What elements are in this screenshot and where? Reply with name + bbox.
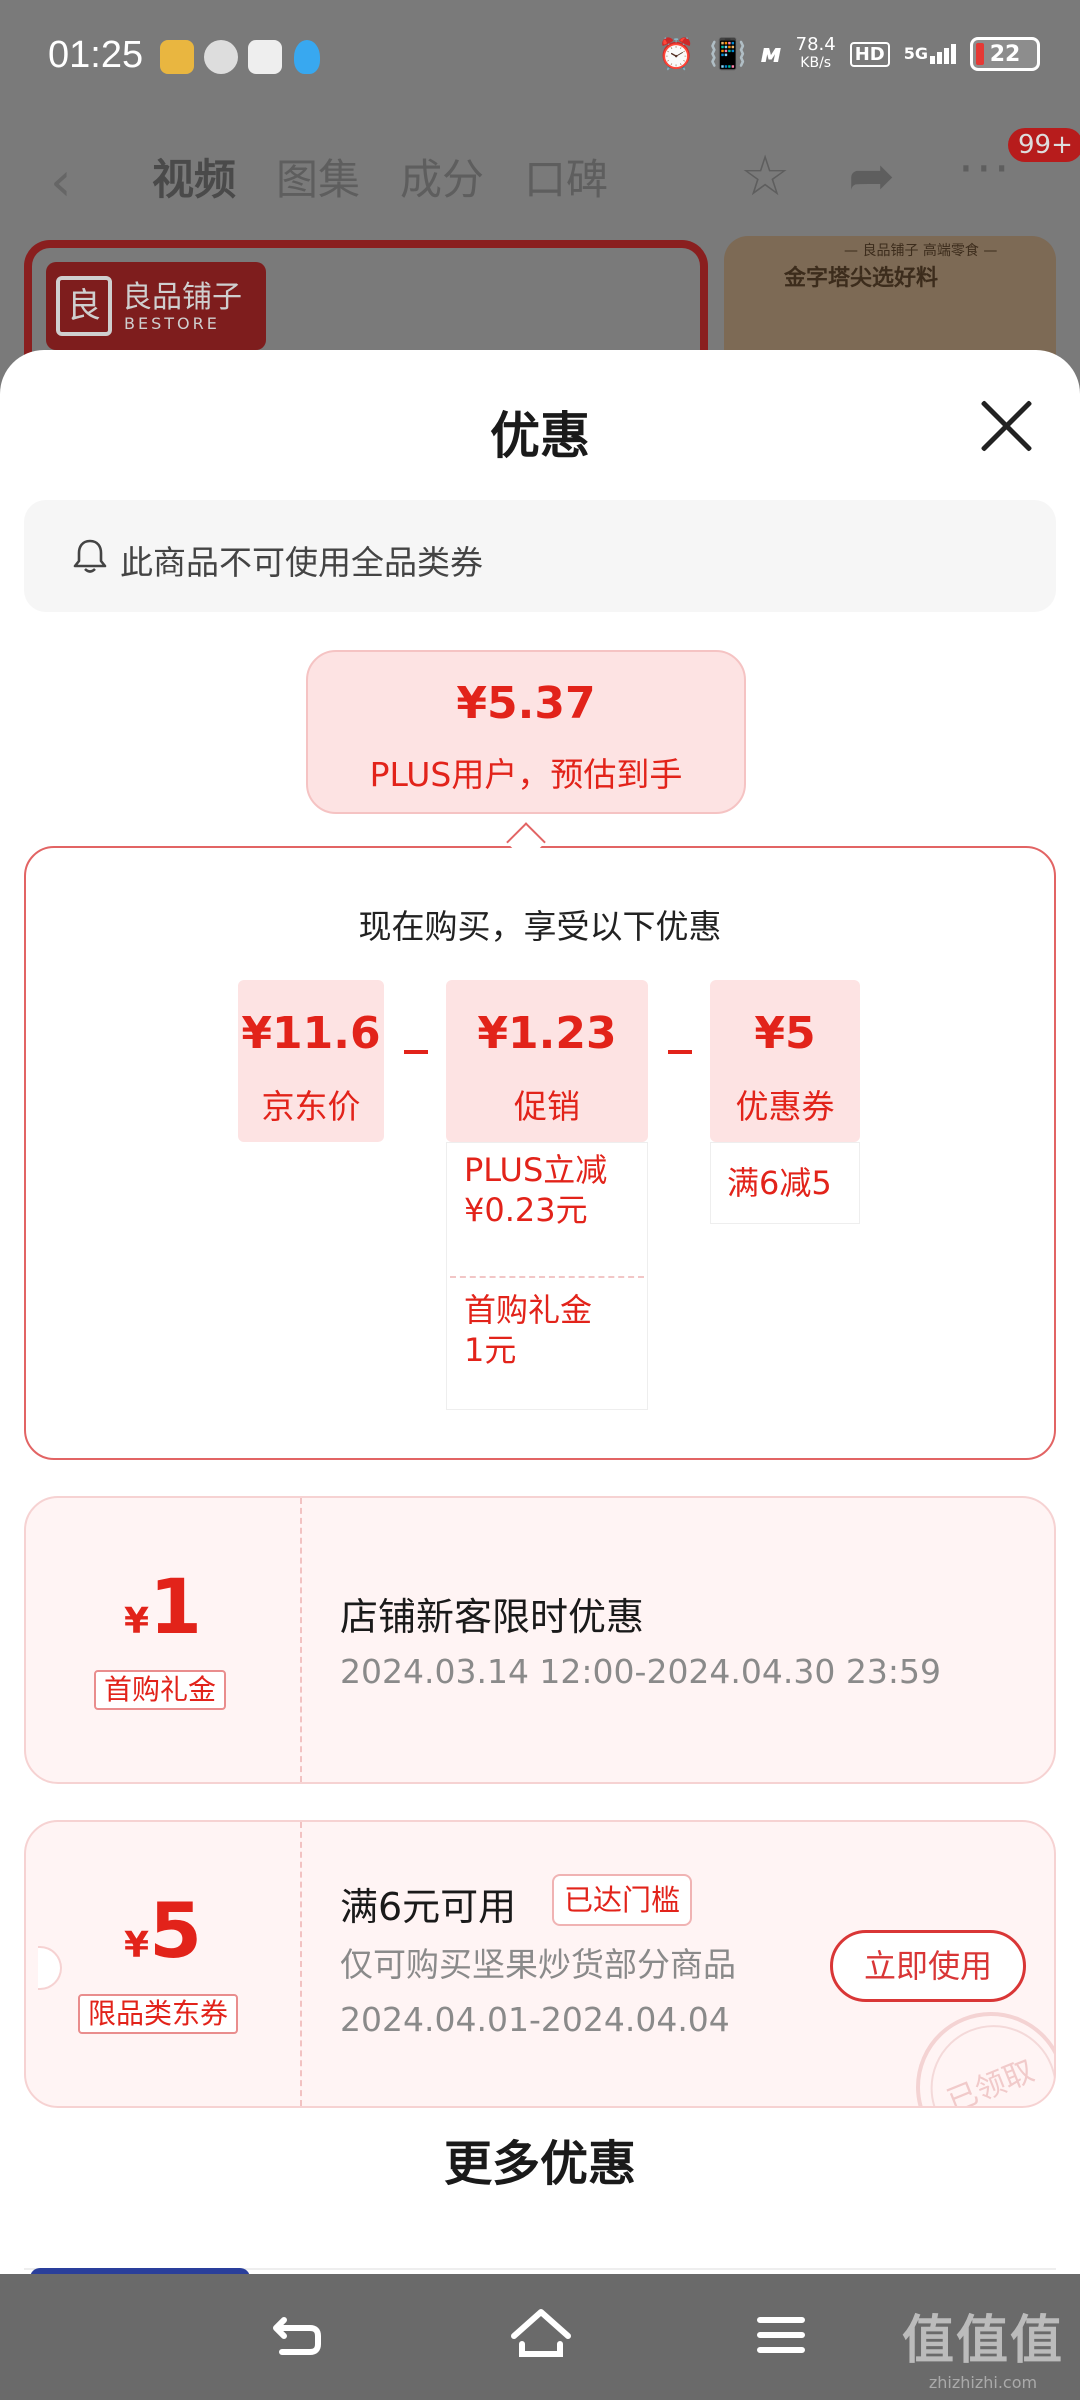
watermark: 值值值 zhizhizhi.com xyxy=(901,2311,1064,2392)
coupon-date: 2024.04.01-2024.04.04 xyxy=(340,2000,730,2039)
coupon-cell: ¥5 优惠券 xyxy=(710,980,860,1142)
bell-icon xyxy=(73,539,107,573)
promo-cell: ¥1.23 促销 xyxy=(446,980,648,1142)
more-discounts-title: 更多优惠 xyxy=(443,2136,636,2192)
back-icon[interactable]: ‹ xyxy=(50,150,72,213)
home-nav-icon[interactable] xyxy=(506,2300,576,2370)
coupon-date: 2024.03.14 12:00-2024.04.30 23:59 xyxy=(340,1652,941,1691)
estimate-label: PLUS用户，预估到手 xyxy=(369,755,683,794)
use-now-button[interactable]: 立即使用 xyxy=(830,1930,1026,2002)
robot-app-icon xyxy=(248,40,282,74)
vibrate-icon: 📳 xyxy=(709,36,747,72)
star-icon[interactable]: ☆ xyxy=(740,144,791,209)
sheet-title: 优惠 xyxy=(490,407,590,465)
coupon-detail: 满6减5 xyxy=(710,1142,860,1224)
estimate-box: ¥5.37 PLUS用户，预估到手 xyxy=(306,650,746,814)
jd-price-cell: ¥11.6 京东价 xyxy=(238,980,384,1142)
notice-bar: 此商品不可使用全品类券 xyxy=(24,500,1056,612)
more-discounts-list xyxy=(24,2268,1056,2274)
status-time: 01:25 xyxy=(48,34,144,76)
background-nav: ‹ 视频 图集 成分 口碑 ☆ ➦ ··· 99+ xyxy=(0,128,1080,230)
more-icon[interactable]: ··· xyxy=(958,140,1012,198)
tab-reviews[interactable]: 口碑 xyxy=(524,155,609,204)
discount-sheet: 优惠 此商品不可使用全品类券 ¥5.37 PLUS用户，预估到手 现在购买，享受… xyxy=(0,350,1080,2274)
coupon-card-category[interactable]: ¥5 限品类东券 满6元可用 已达门槛 仅可购买坚果炒货部分商品 2024.04… xyxy=(24,1820,1056,2108)
promo-detail-first-gift: 首购礼金 1元 xyxy=(464,1291,593,1369)
breakdown-header: 现在购买，享受以下优惠 xyxy=(358,907,722,946)
bestore-logo-mark: 良 xyxy=(56,276,112,336)
share-icon[interactable]: ➦ xyxy=(848,144,895,209)
coupon-amount: ¥1 xyxy=(124,1562,202,1651)
nfc-icon: ᴍ xyxy=(760,39,782,69)
promo-detail-plus: PLUS立减 ¥0.23元 xyxy=(464,1151,608,1229)
promo-detail-divider xyxy=(450,1276,644,1278)
notice-text: 此商品不可使用全品类券 xyxy=(120,543,483,582)
alarm-icon: ⏰ xyxy=(657,36,696,72)
coupon-type-tag: 限品类东券 xyxy=(78,1994,239,2034)
tab-ingredients[interactable]: 成分 xyxy=(400,155,485,204)
qq-icon xyxy=(294,40,320,74)
back-nav-icon[interactable] xyxy=(262,2300,332,2370)
claimed-stamp: 已领取 xyxy=(893,1989,1054,2106)
close-icon[interactable] xyxy=(978,398,1034,454)
more-badge: 99+ xyxy=(1008,128,1080,162)
menu-nav-icon[interactable] xyxy=(746,2300,816,2370)
coupon-amount: ¥5 xyxy=(124,1886,202,1975)
signal-icon: 5G xyxy=(904,44,956,64)
coupon-title: 店铺新客限时优惠 xyxy=(340,1595,645,1639)
coupon-card-first-gift[interactable]: ¥1 首购礼金 店铺新客限时优惠 2024.03.14 12:00-2024.0… xyxy=(24,1496,1056,1784)
hd-icon: HD xyxy=(849,41,890,67)
coupon-type-tag: 首购礼金 xyxy=(94,1670,227,1710)
app-notification-icon xyxy=(160,40,194,74)
tab-gallery[interactable]: 图集 xyxy=(276,155,361,204)
condition-met-tag: 已达门槛 xyxy=(552,1874,693,1926)
minus-sign xyxy=(668,1050,692,1054)
coupon-title: 满6元可用 xyxy=(340,1885,517,1929)
battery-indicator: 22 xyxy=(970,37,1040,71)
coupon-scope: 仅可购买坚果炒货部分商品 xyxy=(340,1945,736,1984)
minus-sign xyxy=(404,1050,428,1054)
smzdm-icon xyxy=(204,40,238,74)
estimate-price: ¥5.37 xyxy=(456,678,596,729)
tab-video[interactable]: 视频 xyxy=(152,155,237,204)
net-speed: 78.4 KB/s xyxy=(795,34,836,72)
status-bar: 01:25 ⏰ 📳 ᴍ 78.4 KB/s HD 5G 22 xyxy=(0,0,1080,118)
bestore-logo: 良 良品铺子 BESTORE xyxy=(46,262,266,350)
system-nav-bar: 值值值 zhizhizhi.com xyxy=(0,2274,1080,2400)
